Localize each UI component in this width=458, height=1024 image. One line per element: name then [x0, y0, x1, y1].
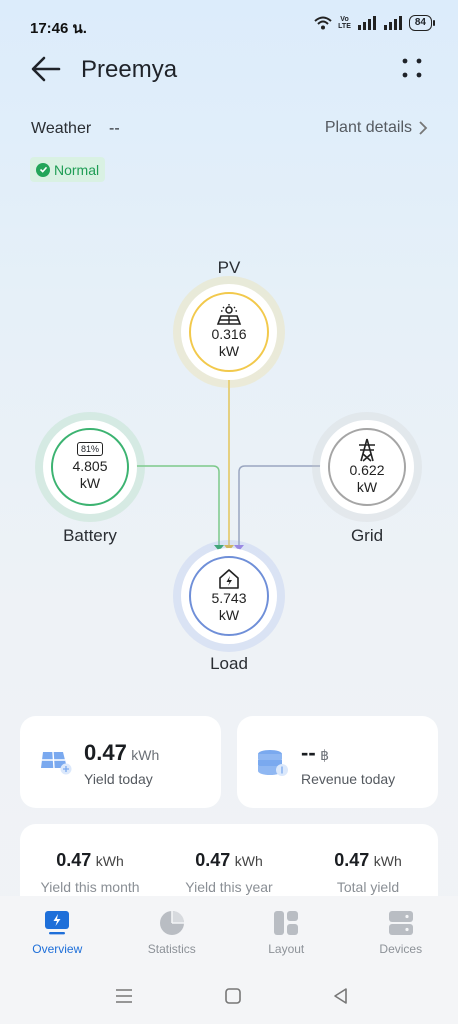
yield-today-unit: kWh [131, 747, 160, 763]
battery-value: 4.805 [72, 458, 108, 474]
nav-overview[interactable]: Overview [0, 896, 115, 974]
nav-layout[interactable]: Layout [229, 896, 344, 974]
coins-icon [258, 750, 288, 776]
signal-icon-2 [383, 16, 402, 30]
grid-node[interactable]: 0.622 kW [320, 420, 414, 514]
devices-icon [388, 911, 413, 935]
pv-value: 0.316 [211, 326, 247, 342]
stat-month-unit: kWh [95, 853, 124, 869]
plant-details-link[interactable]: Plant details [325, 119, 428, 137]
system-nav-bar [0, 974, 458, 1024]
yield-today-value: 0.47 [84, 740, 127, 765]
weather-label: Weather [31, 120, 92, 137]
plant-details-label: Plant details [324, 119, 412, 136]
load-label: Load [210, 654, 248, 673]
load-node[interactable]: 5.743 kW [181, 548, 277, 644]
stat-total: 0.47 kWh Total yield [298, 850, 438, 895]
yield-today-card[interactable]: 0.47 kWh Yield today [20, 716, 221, 808]
grid-unit: kW [356, 479, 378, 495]
pv-label: PV [217, 258, 241, 277]
energy-flow-lines [129, 372, 329, 551]
yield-today-label: Yield today [84, 771, 153, 787]
menu-icon[interactable] [114, 988, 134, 1004]
battery-soc-icon: 81% [76, 442, 103, 456]
nav-statistics-label: Statistics [147, 942, 196, 956]
back-triangle-icon[interactable] [332, 987, 350, 1005]
nav-devices-label: Devices [379, 942, 423, 956]
overview-icon [45, 911, 70, 935]
grid-value: 0.622 [349, 462, 385, 478]
pie-chart-icon [159, 911, 184, 935]
signal-icon [357, 16, 376, 30]
status-time: 17:46 น. [30, 20, 87, 37]
back-arrow-icon[interactable] [30, 55, 62, 83]
status-badge-text: Normal [54, 161, 100, 178]
pv-node[interactable]: 0.316 kW [181, 284, 277, 380]
load-unit: kW [218, 607, 240, 623]
revenue-today-value: -- [301, 740, 316, 765]
stat-month-label: Yield this month [40, 879, 140, 895]
revenue-today-card[interactable]: -- ฿ Revenue today [237, 716, 438, 808]
solar-yield-icon [41, 751, 72, 775]
nav-overview-label: Overview [32, 942, 83, 956]
stat-total-value: 0.47 [334, 850, 370, 870]
page-title: Preemya [81, 56, 178, 83]
weather-value: -- [109, 120, 120, 137]
status-badge: Normal [30, 157, 106, 182]
nav-statistics[interactable]: Statistics [115, 896, 230, 974]
stat-year-value: 0.47 [195, 850, 231, 870]
load-value: 5.743 [211, 590, 247, 606]
wifi-icon [314, 16, 332, 30]
home-power-icon [219, 569, 239, 589]
power-tower-icon [359, 438, 375, 462]
chevron-right-icon [419, 121, 428, 135]
layout-icon [274, 911, 299, 935]
nav-devices[interactable]: Devices [344, 896, 458, 974]
battery-label: Battery [63, 526, 117, 545]
more-dots-icon[interactable] [400, 56, 424, 80]
grid-label: Grid [350, 526, 384, 545]
stat-total-unit: kWh [373, 853, 402, 869]
bottom-nav: Overview Statistics Layout Devices [0, 896, 458, 974]
stat-month: 0.47 kWh Yield this month [20, 850, 160, 895]
revenue-today-label: Revenue today [301, 771, 396, 787]
battery-unit: kW [79, 475, 101, 491]
pv-unit: kW [218, 343, 240, 359]
stat-year-unit: kWh [234, 853, 263, 869]
battery-status-icon: 84 [408, 15, 436, 31]
battery-node[interactable]: 81% 4.805 kW [43, 420, 137, 514]
revenue-today-unit: ฿ [320, 747, 330, 763]
battery-soc: 81% [80, 444, 99, 454]
stat-month-value: 0.47 [56, 850, 92, 870]
check-circle-icon [36, 162, 50, 177]
nav-layout-label: Layout [268, 942, 305, 956]
stat-total-label: Total yield [336, 879, 400, 895]
stat-year: 0.47 kWh Yield this year [159, 850, 299, 895]
stat-year-label: Yield this year [185, 879, 273, 895]
home-icon[interactable] [224, 987, 242, 1005]
solar-panel-icon [216, 304, 242, 325]
